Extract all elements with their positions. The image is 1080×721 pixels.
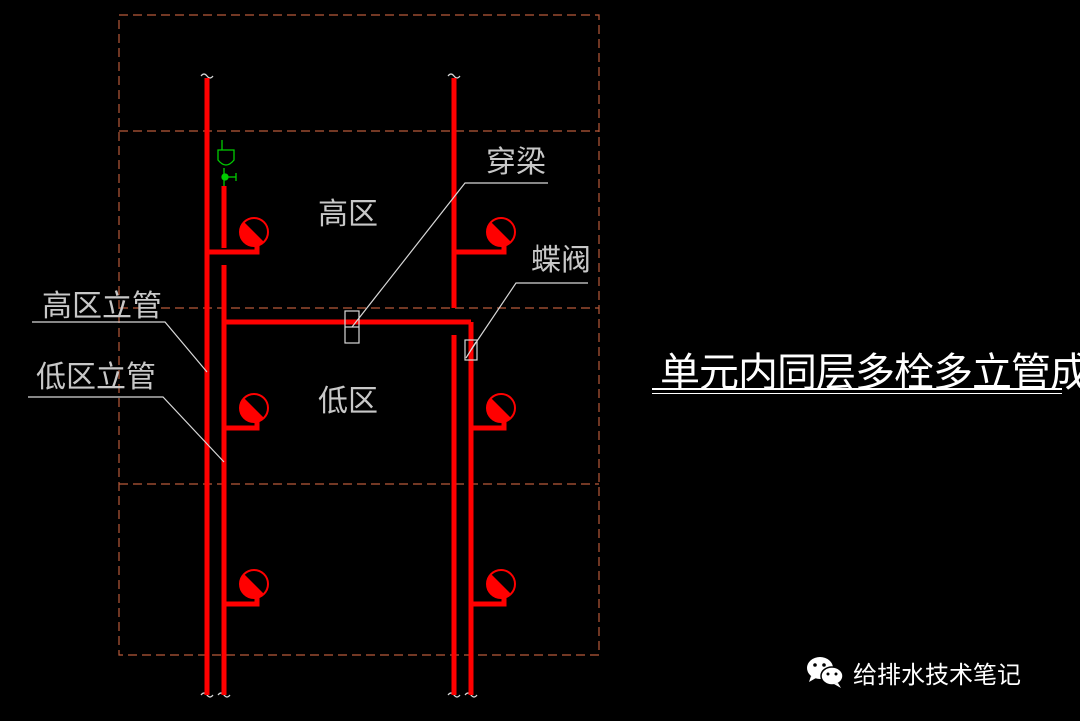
watermark: 给排水技术笔记 (805, 652, 1021, 692)
low-zone-label: 低区 (318, 384, 378, 419)
beam-crossing-label: 穿梁 (486, 145, 546, 180)
hydrant-symbols (239, 217, 516, 599)
hydrant-icon (486, 569, 516, 599)
wechat-icon (807, 657, 844, 688)
watermark-text: 给排水技术笔记 (853, 660, 1021, 689)
risers (204, 78, 474, 695)
hydrant-icon (239, 393, 269, 423)
hydrant-icon (486, 393, 516, 423)
hydrant-icon (239, 217, 269, 247)
hydrant-icon (239, 569, 269, 599)
leader-lines (28, 182, 588, 463)
low-zone-riser-label: 低区立管 (36, 360, 156, 395)
high-zone-riser-label: 高区立管 (42, 289, 162, 324)
title-underline (652, 388, 1062, 394)
high-zone-label: 高区 (318, 197, 378, 232)
diagram-title: 单元内同层多栓多立管成环 (652, 338, 1080, 398)
test-valve-icon (217, 140, 237, 186)
butterfly-valve-label: 蝶阀 (531, 243, 591, 278)
hydrant-icon (486, 217, 516, 247)
floor-outline (118, 14, 600, 656)
